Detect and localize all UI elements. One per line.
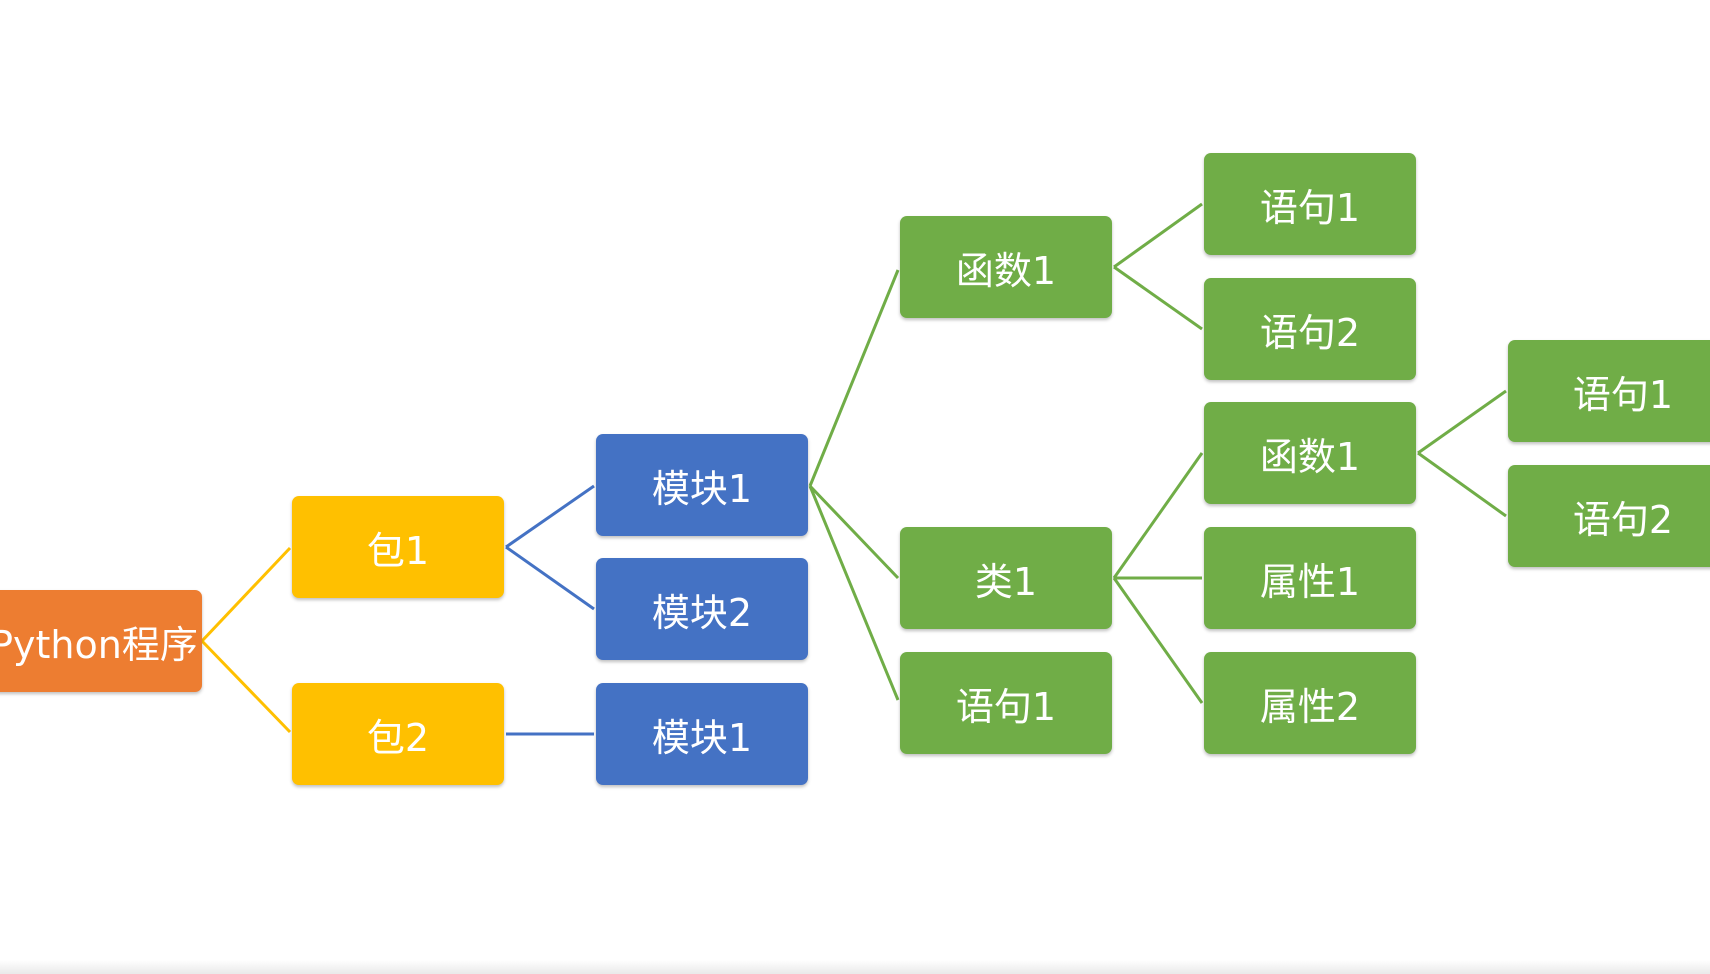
node-package1-module-1: 模块1 xyxy=(596,434,808,536)
connector-class1-attr2 xyxy=(1112,577,1204,704)
node-class-function-statement-2: 语句2 xyxy=(1508,465,1710,567)
node-function-statement-1: 语句1 xyxy=(1204,153,1416,255)
node-module-function-1: 函数1 xyxy=(900,216,1112,318)
connector-func1-stmt2 xyxy=(1113,265,1203,331)
node-function-statement-2: 语句2 xyxy=(1204,278,1416,380)
connector-mod1-class1 xyxy=(808,484,900,580)
node-package-1: 包1 xyxy=(292,496,504,598)
node-package-2: 包2 xyxy=(292,683,504,785)
node-module-statement-1: 语句1 xyxy=(900,652,1112,754)
connector-mod1-stmt1 xyxy=(808,485,900,701)
connector-pkg1-mod2 xyxy=(505,545,595,611)
connector-pkg1-mod1 xyxy=(505,484,595,549)
node-class-attribute-1: 属性1 xyxy=(1204,527,1416,629)
node-module-class-1: 类1 xyxy=(900,527,1112,629)
connector-cfunc-stmt2 xyxy=(1417,451,1507,518)
connector-cfunc-stmt1 xyxy=(1417,389,1507,455)
node-package1-module-2: 模块2 xyxy=(596,558,808,660)
connector-mod1-func1 xyxy=(808,269,900,487)
node-class-function-statement-1: 语句1 xyxy=(1508,340,1710,442)
node-class-function-1: 函数1 xyxy=(1204,402,1416,504)
node-package2-module-1: 模块1 xyxy=(596,683,808,785)
connector-root-pkg2 xyxy=(200,639,292,734)
node-python-program: Python程序 xyxy=(0,590,202,692)
bottom-edge-shade xyxy=(0,960,1710,974)
connector-root-pkg1 xyxy=(200,546,292,643)
connector-class1-func1 xyxy=(1112,452,1204,579)
node-class-attribute-2: 属性2 xyxy=(1204,652,1416,754)
connector-func1-stmt1 xyxy=(1113,202,1203,269)
